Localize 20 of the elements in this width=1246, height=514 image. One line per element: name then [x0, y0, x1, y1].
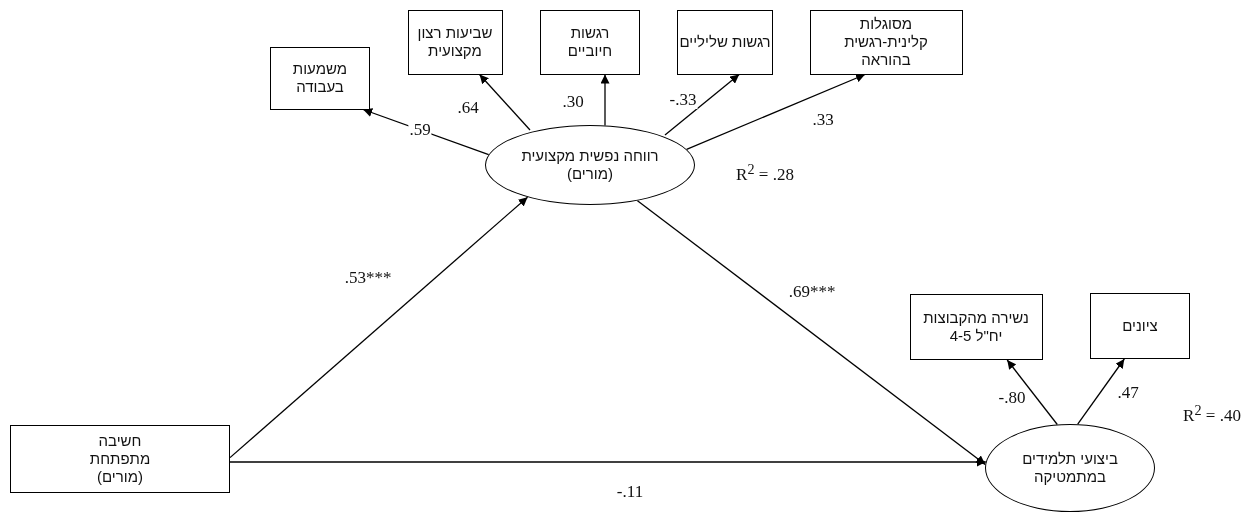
arrow	[664, 73, 740, 136]
arrow	[685, 73, 866, 150]
latent-ellipse: רווחה נפשית מקצועית (מורים)	[485, 125, 695, 205]
edge-label: -.33	[668, 91, 698, 109]
arrow	[229, 457, 987, 467]
arrow	[600, 73, 610, 127]
arrow	[1006, 359, 1058, 426]
variable-box: משמעות בעבודה	[270, 46, 370, 110]
variable-box: שביעות רצון מקצועית	[407, 9, 503, 75]
variable-box: חשיבה מתפתחת (מורים)	[10, 425, 230, 493]
arrow	[229, 196, 529, 459]
arrow	[1077, 358, 1125, 425]
variable-box: רגשות חיוביים	[540, 9, 640, 75]
variable-box: מסוגלות קלינית-רגשית בהוראה	[809, 9, 963, 75]
arrow	[636, 200, 986, 466]
latent-ellipse: ביצועי תלמידים במתמטיקה	[985, 424, 1155, 512]
variable-box: רגשות שליליים	[677, 9, 773, 75]
variable-box: נשירה מהקבוצות יח"ל 4-5	[909, 294, 1043, 360]
variable-box: ציונים	[1090, 293, 1190, 359]
arrow	[478, 73, 531, 131]
